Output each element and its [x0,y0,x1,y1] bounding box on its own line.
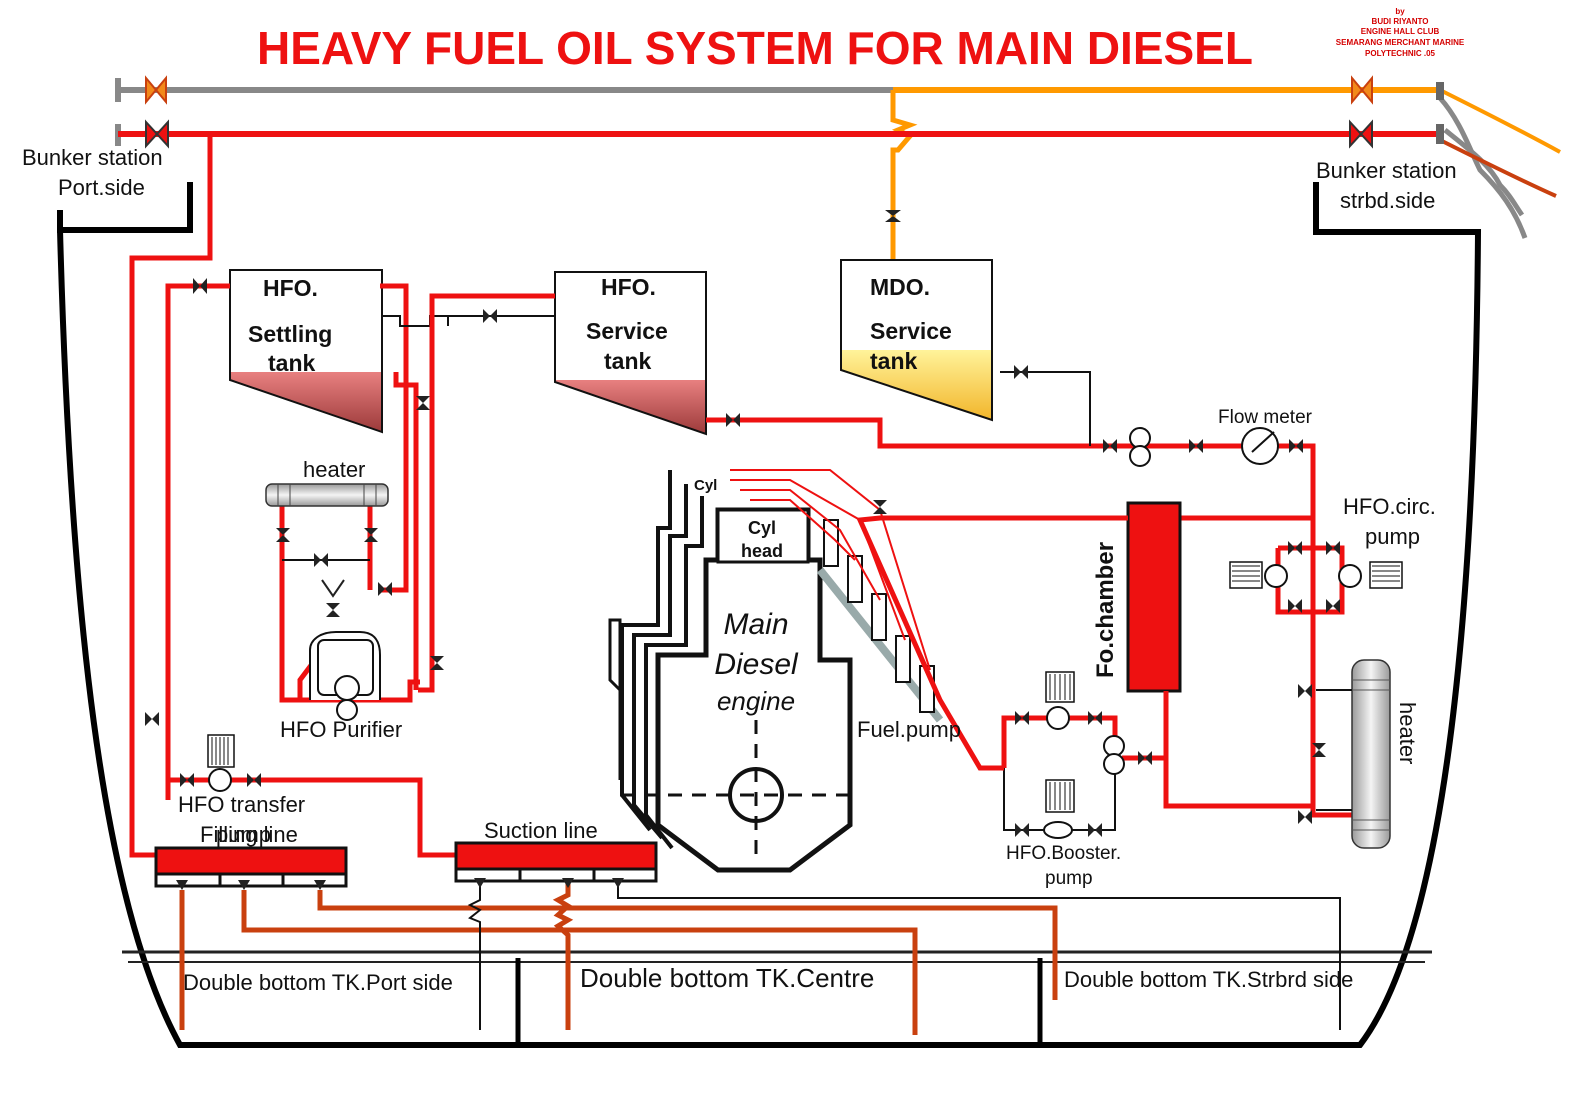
bunker-station-strbd-side: strbd.side [1340,188,1435,213]
suction-line-label: Suction line [484,818,598,843]
cyl-head-label-1: Cyl [748,518,776,538]
fuel-pump-label: Fuel.pump [857,717,961,742]
mdo-service-tank: MDO. Service tank [840,259,993,422]
service-tank-label-3: tank [604,348,652,374]
settling-tank-label-3: tank [268,350,316,376]
mdo-tank-label-3: tank [870,348,918,374]
settling-tank-label-2: Settling [248,321,332,347]
service-tank-label-2: Service [586,318,668,344]
main-diesel-engine: Cyl head Cyl Main Diesel engine [608,470,860,873]
booster-pump-label-1: HFO.Booster. [1006,843,1121,864]
svg-text:ENGINE HALL CLUB: ENGINE HALL CLUB [1361,27,1440,36]
right-heater: heater [1298,659,1420,849]
mdo-bunker-line [115,75,1561,260]
engine-label-1: Main [723,608,788,641]
double-bottom-piping [176,878,1341,1035]
filling-line-label: Filling line [200,822,298,847]
service-supply-line: Flow meter [706,365,1360,818]
hfo-settling-tank: HFO. Settling tank [229,269,383,434]
bunker-station-strbd-label: Bunker station [1316,158,1457,183]
hfo-bunker-line [118,119,1444,858]
ship-hull [57,182,1482,1048]
left-heater: heater [265,457,389,507]
diagram-title: HEAVY FUEL OIL SYSTEM FOR MAIN DIESEL [257,22,1253,74]
purifier-label: HFO Purifier [280,717,402,742]
right-heater-label: heater [1395,702,1420,764]
svg-text:BUDI RIYANTO: BUDI RIYANTO [1372,17,1429,26]
left-heater-label: heater [303,457,365,482]
mdo-tank-label-2: Service [870,318,952,344]
svg-text:by: by [1395,7,1405,16]
hfo-transfer-pump: HFO transfer pump Filling line [168,734,458,858]
mdo-tank-label-1: MDO. [870,274,930,300]
cyl-small-label: Cyl [694,477,717,494]
hfo-booster-pump: HFO.Booster. pump [1001,671,1152,889]
hfo-purifier: HFO Purifier [280,631,402,742]
author-credit: by BUDI RIYANTO ENGINE HALL CLUB SEMARAN… [1336,7,1465,58]
db-centre-label: Double bottom TK.Centre [580,963,874,993]
db-port-label: Double bottom TK.Port side [183,970,453,995]
suction-manifold: Suction line [454,818,658,883]
settling-tank-label-1: HFO. [263,275,318,301]
svg-text:SEMARANG MERCHANT MARINE: SEMARANG MERCHANT MARINE [1336,38,1465,47]
fo-chamber: Fo.chamber [1092,501,1313,809]
service-tank-label-1: HFO. [601,274,656,300]
db-strbd-label: Double bottom TK.Strbrd side [1064,967,1353,992]
bunker-station-port-side: Port.side [58,175,145,200]
hfo-circ-pump: HFO.circ. pump [1180,494,1436,615]
svg-text:POLYTECHNIC .05: POLYTECHNIC .05 [1365,49,1435,58]
booster-pump-label-2: pump [1045,868,1093,889]
bunker-station-port-label: Bunker station [22,145,163,170]
engine-label-3: engine [717,686,795,716]
circ-pump-label-1: HFO.circ. [1343,494,1436,519]
flow-meter-label: Flow meter [1218,407,1313,428]
transfer-pump-label-1: HFO transfer [178,792,305,817]
filling-manifold [154,846,348,888]
fuel-pumps: Fuel.pump [730,469,1128,771]
circ-pump-label-2: pump [1365,524,1420,549]
cyl-head-label-2: head [741,541,783,561]
fo-chamber-label: Fo.chamber [1092,542,1119,678]
engine-label-2: Diesel [714,648,799,681]
hfo-service-tank: HFO. Service tank [554,271,707,436]
transfer-pump-label-2: pump [216,822,271,847]
